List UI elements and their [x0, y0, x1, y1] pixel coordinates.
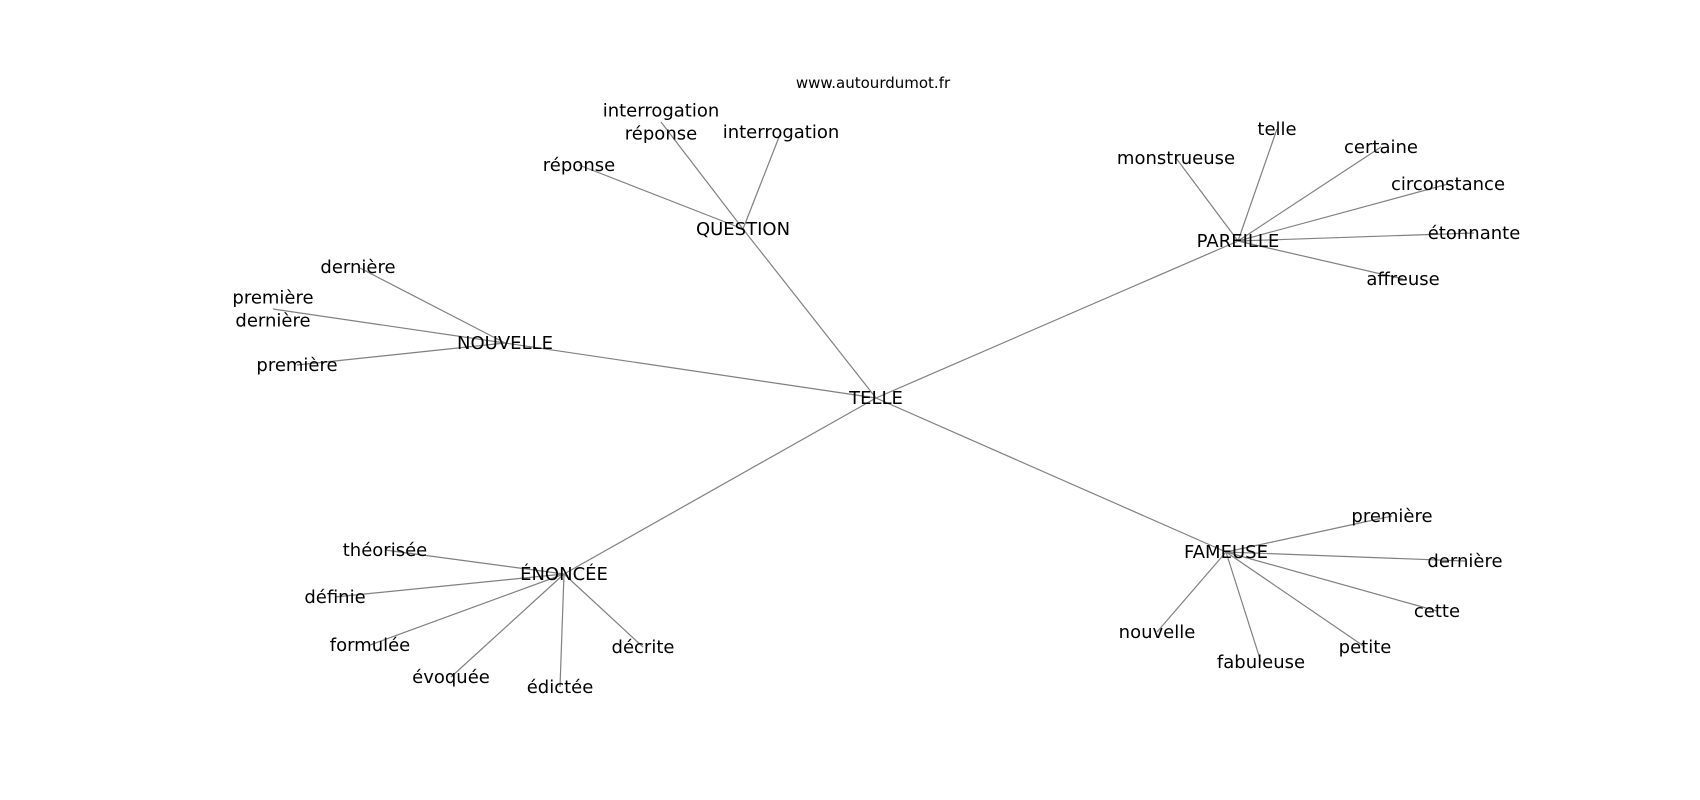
leaf-node-enoncee-definie: définie [304, 587, 365, 608]
leaf-node-pareille-affreuse: affreuse [1366, 269, 1439, 290]
leaf-node-enoncee-evoquee: évoquée [412, 667, 490, 688]
leaf-node-fameuse-derniere: dernière [1427, 551, 1502, 572]
leaf-node-nouvelle-derniere: dernière [320, 257, 395, 278]
leaf-node-nouvelle-premiere: première [256, 355, 337, 376]
leaf-node-enoncee-decrite: décrite [612, 637, 675, 658]
leaf-node-fameuse-cette: cette [1414, 601, 1460, 622]
edge-center-enoncee [563, 397, 877, 575]
edge-enoncee-theorisee [384, 549, 565, 575]
leaf-node-fameuse-premiere: première [1351, 506, 1432, 527]
hub-node-question: QUESTION [696, 219, 790, 240]
center-node-label: TELLE [848, 388, 903, 409]
graph-edges [272, 121, 1475, 688]
edge-pareille-affreuse [1237, 240, 1404, 280]
edge-enoncee-formulee [369, 573, 565, 646]
leaf-node-enoncee-theorisee: théorisée [343, 540, 427, 561]
hub-node-fameuse: FAMEUSE [1184, 542, 1268, 563]
leaf-node-enoncee-edictee: édictée [527, 677, 594, 698]
edge-question-interrogation-reponse [660, 121, 744, 230]
edge-question-interrogation [742, 131, 782, 230]
leaf-node-pareille-certaine: certaine [1344, 137, 1418, 158]
edge-pareille-telle [1237, 128, 1278, 242]
edge-fameuse-premiere [1225, 515, 1393, 553]
edge-nouvelle-premiere [296, 342, 506, 366]
leaf-node-fameuse-petite: petite [1339, 637, 1392, 658]
edge-center-fameuse [875, 397, 1227, 553]
edge-nouvelle-derniere [357, 266, 506, 344]
edge-pareille-certaine [1237, 146, 1382, 242]
leaf-node-question-reponse: réponse [543, 155, 615, 176]
leaf-node-pareille-circonstance: circonstance [1391, 174, 1505, 195]
edge-pareille-monstrueuse [1175, 157, 1239, 242]
edge-question-reponse [578, 164, 744, 230]
hub-node-nouvelle: NOUVELLE [457, 333, 553, 354]
edge-enoncee-evoquee [450, 573, 565, 678]
site-watermark: www.autourdumot.fr [796, 74, 951, 92]
edge-fameuse-petite [1225, 551, 1366, 648]
leaf-node-fameuse-nouvelle: nouvelle [1119, 622, 1196, 643]
leaf-node-pareille-monstrueuse: monstrueuse [1117, 148, 1235, 169]
edge-pareille-etonnante [1237, 232, 1475, 242]
edge-center-nouvelle [504, 342, 877, 399]
edge-enoncee-edictee [559, 573, 565, 688]
leaf-node-enoncee-formulee: formulée [330, 635, 411, 656]
edge-fameuse-fabuleuse [1225, 551, 1262, 663]
edge-enoncee-decrite [563, 573, 644, 648]
edge-center-pareille [875, 240, 1239, 399]
leaf-node-fameuse-fabuleuse: fabuleuse [1217, 652, 1305, 673]
leaf-node-pareille-etonnante: étonnante [1428, 223, 1521, 244]
hub-node-pareille: PAREILLE [1197, 231, 1280, 252]
edge-nouvelle-premiere-derniere [272, 308, 506, 344]
edge-center-question [742, 228, 877, 399]
edge-fameuse-cette [1225, 551, 1438, 612]
graph-labels: www.autourdumot.fr TELLE QUESTION interro… [232, 74, 1520, 698]
edge-enoncee-definie [334, 573, 565, 598]
edge-pareille-circonstance [1237, 183, 1449, 242]
leaf-node-question-interrogation: interrogation [723, 122, 840, 143]
leaf-node-pareille-telle: telle [1257, 119, 1296, 140]
edge-fameuse-nouvelle [1156, 551, 1227, 633]
edge-fameuse-derniere [1225, 551, 1466, 562]
hub-node-enoncee: ÉNONCÉE [520, 563, 608, 585]
